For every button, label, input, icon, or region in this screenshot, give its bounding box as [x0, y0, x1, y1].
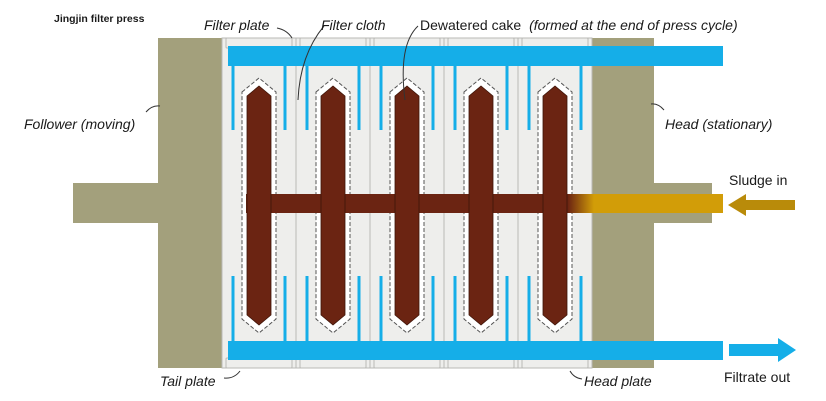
label-filter-plate: Filter plate: [204, 17, 270, 33]
cake-chamber: [542, 85, 568, 326]
follower-block: [158, 38, 222, 368]
leader-head-plate: [569, 370, 583, 380]
sludge-inlet-fade: [568, 194, 594, 213]
label-dewatered-cake-note: (formed at the end of press cycle): [529, 17, 738, 33]
filtrate-header-top: [228, 46, 723, 66]
leader-filter-cloth: [297, 25, 325, 101]
cake-chamber: [320, 85, 346, 326]
dewatered-cake: [246, 85, 576, 326]
diagram-title: Jingjin filter press: [54, 13, 145, 25]
label-filter-cloth: Filter cloth: [321, 17, 386, 33]
sludge-inlet-pipe: [590, 194, 723, 213]
cake-chamber: [394, 85, 420, 326]
label-sludge-in: Sludge in: [729, 172, 787, 188]
label-tail-plate: Tail plate: [160, 373, 216, 389]
label-head: Head (stationary): [665, 116, 772, 132]
label-follower: Follower (moving): [24, 116, 135, 132]
leader-dewatered-cake: [402, 25, 419, 101]
leader-follower: [145, 105, 161, 113]
label-head-plate: Head plate: [584, 373, 652, 389]
leader-filter-plate: [276, 27, 293, 39]
sludge-in-arrow: [728, 194, 795, 216]
label-dewatered-cake: Dewatered cake (formed at the end of pre…: [420, 17, 738, 33]
leader-tail-plate: [223, 370, 241, 379]
follower-shaft: [73, 183, 163, 223]
filtrate-header-bottom: [228, 341, 723, 360]
cake-chamber: [246, 85, 272, 326]
label-filtrate-out: Filtrate out: [724, 369, 790, 385]
filtrate-out-arrow: [729, 338, 796, 362]
label-dewatered-cake-main: Dewatered cake: [420, 17, 521, 33]
cake-chamber: [468, 85, 494, 326]
leader-lines: [145, 25, 665, 380]
filtrate-drain-channels: [231, 66, 583, 341]
leader-head: [650, 103, 665, 111]
